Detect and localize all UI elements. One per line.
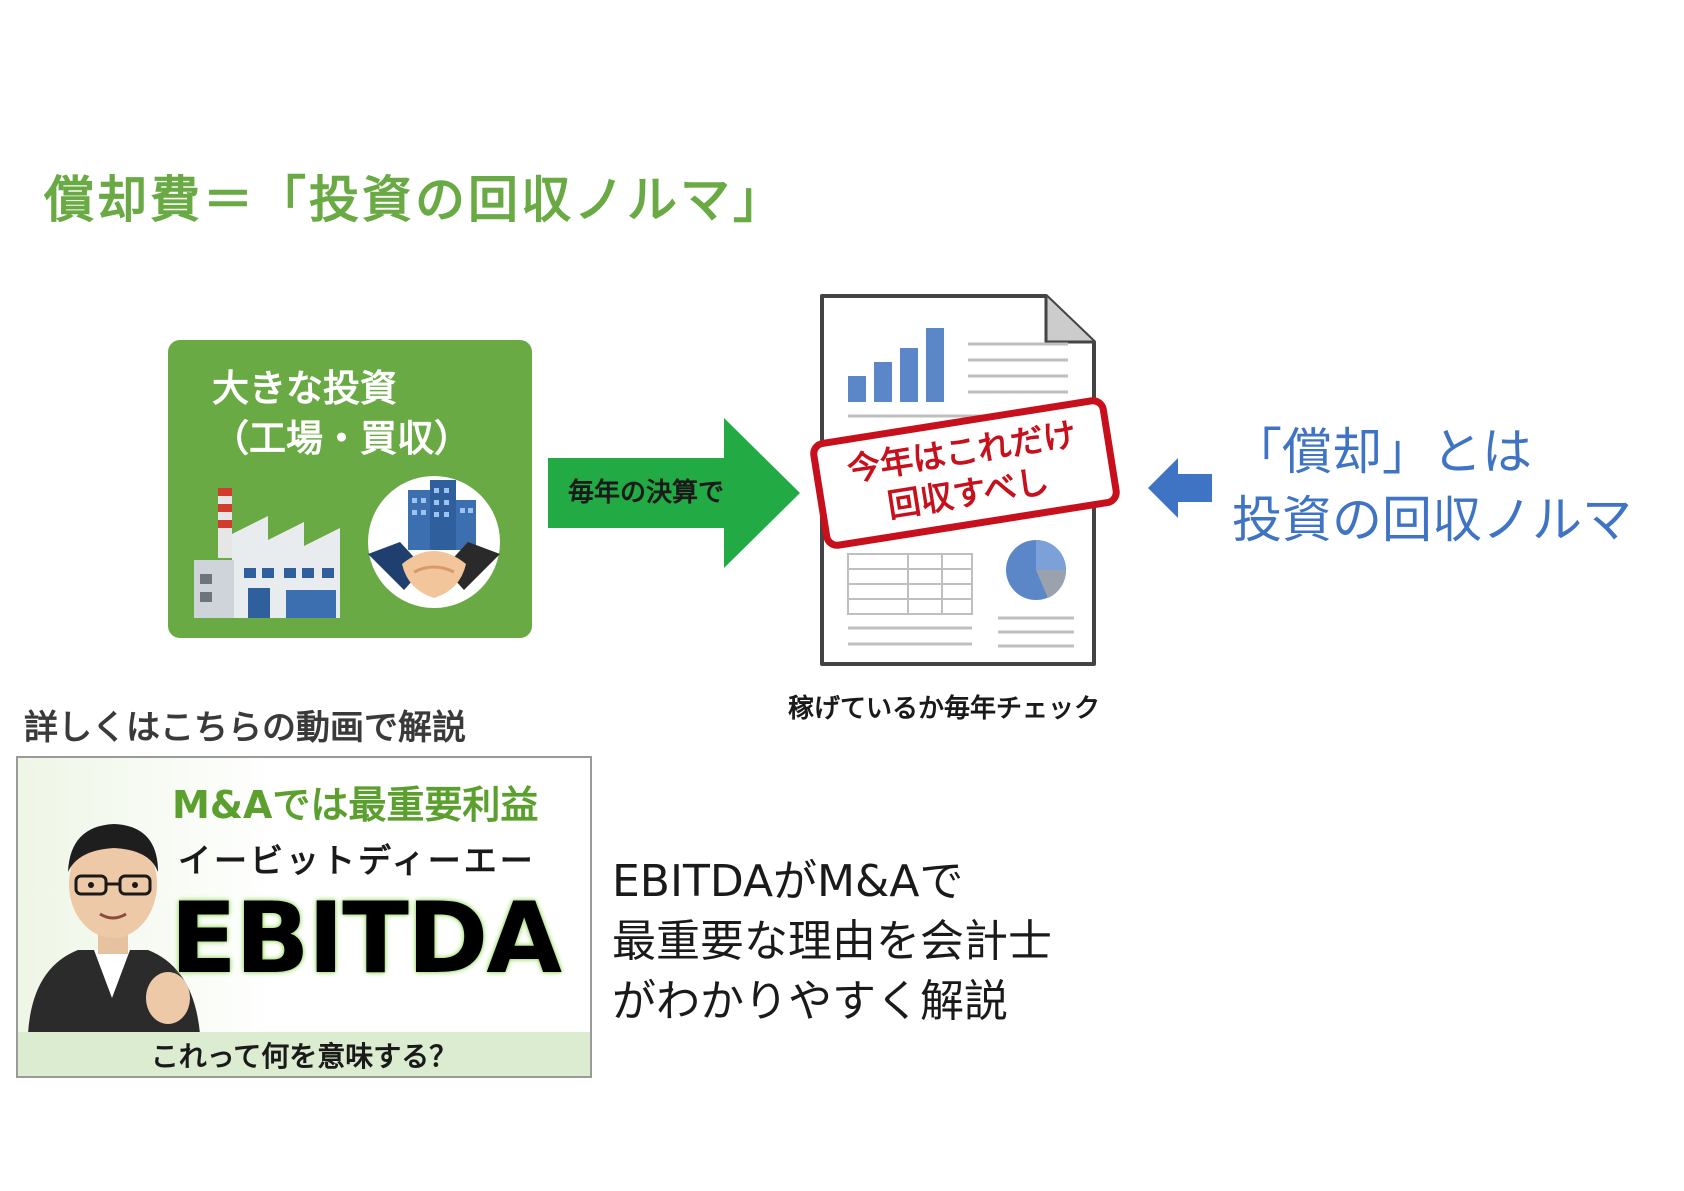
video-description-line3: がわかりやすく解説 <box>612 976 1008 1027</box>
video-heading: 詳しくはこちらの動画で解説 <box>24 708 466 748</box>
explanation-text: 「償却」とは 投資の回収ノルマ <box>1232 418 1632 554</box>
presenter-image <box>28 824 200 1034</box>
arrow-right-icon <box>548 418 800 568</box>
video-description-line2: 最重要な理由を会計士 <box>612 916 1052 967</box>
thumbnail-big-text: EBITDA <box>170 882 562 996</box>
video-description-line1: EBITDAがM&Aで <box>612 856 964 907</box>
report-caption: 稼げているか毎年チェック <box>788 694 1101 724</box>
handshake-icon <box>368 476 500 608</box>
investment-label: 大きな投資 （工場・買収） <box>212 364 471 464</box>
investment-label-line1: 大きな投資 <box>212 367 397 410</box>
video-thumbnail[interactable]: M&Aでは最重要利益 イービットディーエー EBITDA これって何を意味する？ <box>16 756 592 1078</box>
explanation-line2: 投資の回収ノルマ <box>1232 491 1632 549</box>
pie-chart-icon <box>1006 540 1067 600</box>
explanation-line1: 「償却」とは <box>1232 423 1532 481</box>
thumbnail-line1: M&Aでは最重要利益 <box>172 783 539 827</box>
thumbnail-line2: イービットディーエー <box>178 841 536 880</box>
arrow-left-icon <box>1148 458 1212 518</box>
video-description: EBITDAがM&Aで 最重要な理由を会計士 がわかりやすく解説 <box>612 852 1052 1032</box>
bar-chart-icon <box>848 328 944 402</box>
page-title: 償却費＝「投資の回収ノルマ」 <box>44 171 786 229</box>
investment-box: 大きな投資 （工場・買収） <box>168 340 532 638</box>
thumbnail-footer: これって何を意味する？ <box>18 1032 590 1076</box>
investment-label-line2: （工場・買収） <box>212 417 471 460</box>
arrow-label: 毎年の決算で <box>568 478 725 508</box>
factory-icon <box>194 488 340 618</box>
